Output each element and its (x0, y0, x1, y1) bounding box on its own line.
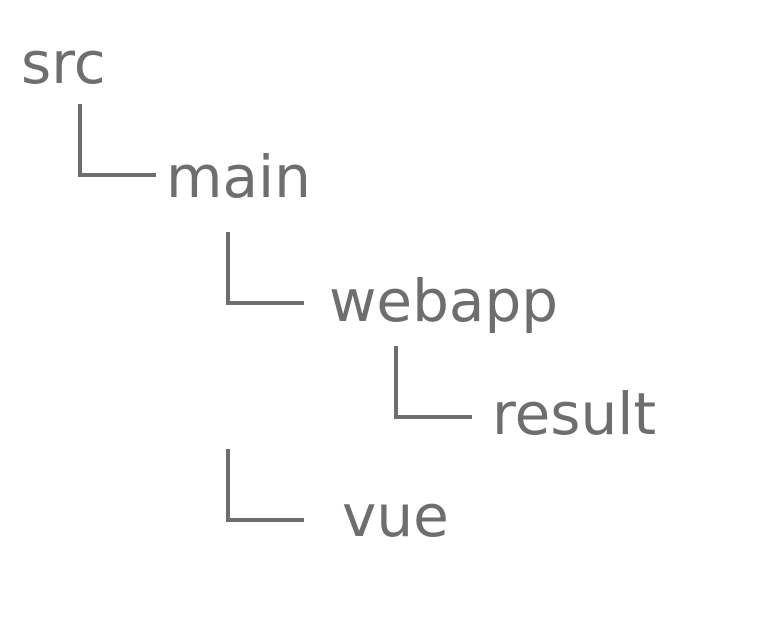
tree-connector-result (394, 346, 472, 419)
tree-node-webapp[interactable]: webapp (329, 266, 559, 335)
tree-node-vue[interactable]: vue (342, 481, 449, 550)
tree-connector-webapp (226, 232, 304, 305)
tree-node-src[interactable]: src (21, 28, 106, 97)
tree-node-result[interactable]: result (492, 379, 657, 448)
tree-node-main[interactable]: main (166, 142, 311, 211)
tree-connector-main (78, 104, 156, 177)
tree-connector-vue (226, 449, 304, 522)
